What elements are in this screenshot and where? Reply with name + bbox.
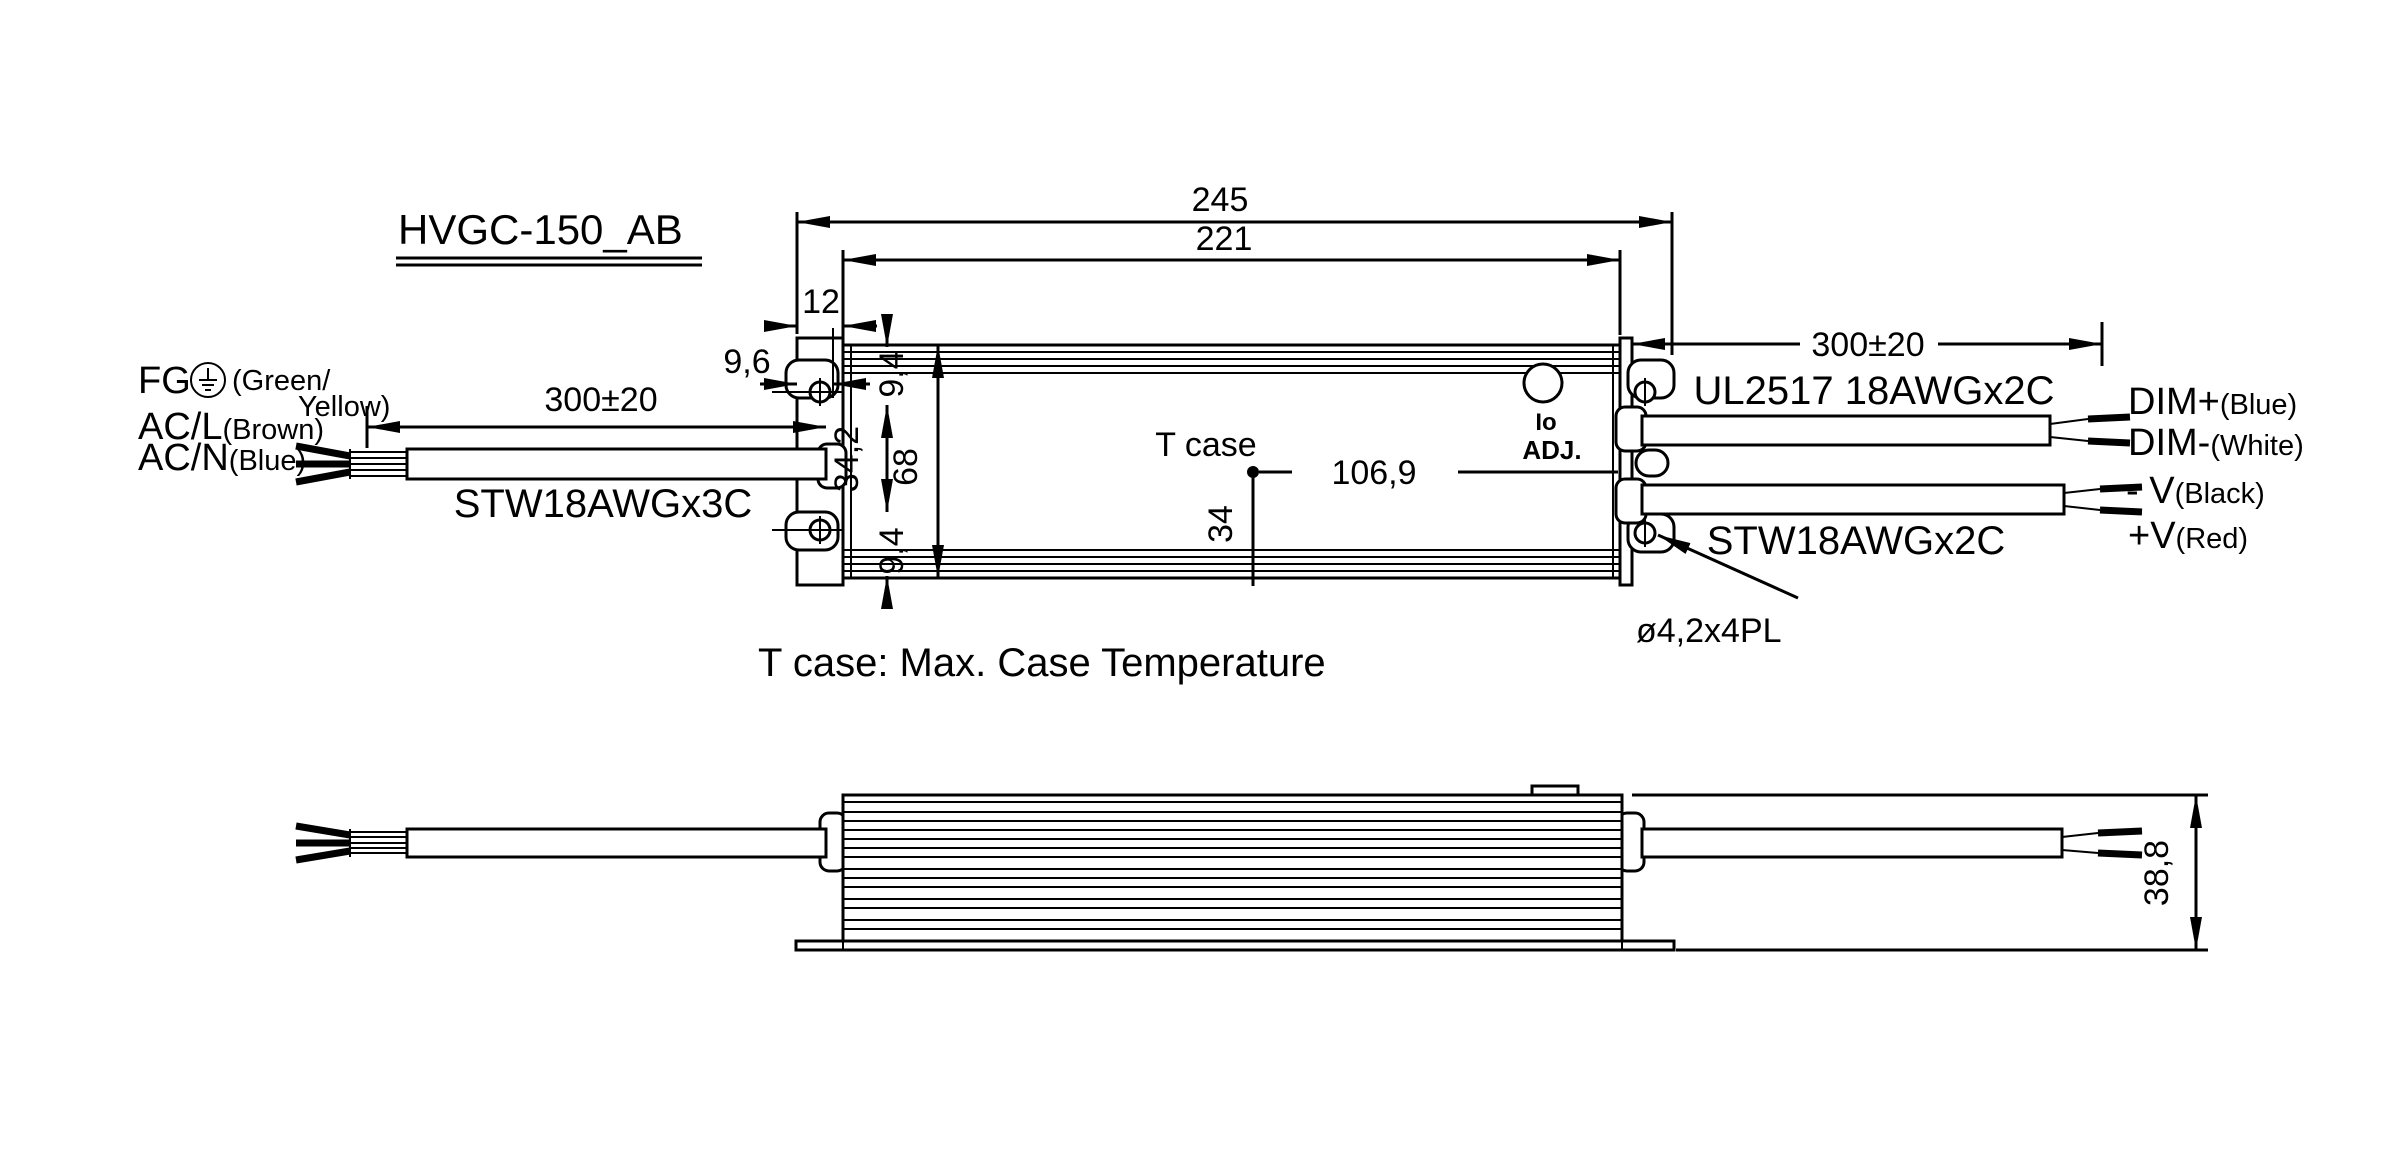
oval-mounting-hole <box>1634 448 1670 478</box>
dim-input-lead: 300±20 <box>544 381 657 419</box>
dim-245: 245 <box>1192 181 1249 219</box>
title-block: HVGC-150_AB <box>396 206 702 267</box>
fg-label: FG <box>138 360 191 402</box>
dim-12: 12 <box>802 283 840 321</box>
dim-minus-lead-tip <box>2087 437 2131 447</box>
dim-9-4-bottom-group: 9,4 <box>873 527 911 609</box>
dim-106-9: 106,9 <box>1331 454 1416 492</box>
mounting-base-plate <box>794 939 1676 952</box>
heatsink-fins <box>843 801 1622 930</box>
tcase-callout: T case 106,9 34 <box>1155 426 1618 586</box>
input-cable <box>295 442 828 486</box>
side-input-jacket <box>405 827 828 859</box>
tcase-label: T case <box>1155 426 1256 464</box>
input-cable-jacket <box>405 447 828 481</box>
dim-height-group: 38,8 <box>1632 793 2208 952</box>
dim-plus-label: DIM+(Blue) <box>2128 381 2297 423</box>
fg-color-label-1: (Green/ <box>232 365 331 397</box>
tcase-point <box>1247 466 1259 478</box>
output-cable-dim <box>1640 413 2131 447</box>
v-minus-label: - V(Black) <box>2126 470 2265 512</box>
ac-l-label: AC/L(Brown) <box>138 406 324 448</box>
input-cable-braid <box>349 449 407 479</box>
dim-9-4-top-group: 9,4 <box>873 314 911 398</box>
dim-input-lead-group: 300±20 <box>365 381 826 448</box>
io-adj-knob <box>1522 362 1564 404</box>
dim-38-8: 38,8 <box>2138 840 2176 906</box>
io-adj-label-1: Io <box>1535 409 1556 436</box>
v-plus-lead-tip <box>2099 506 2143 516</box>
dim-output-lead: 300±20 <box>1811 326 1924 364</box>
fg-color-label-2: Yellow) <box>298 391 390 423</box>
io-adj-label-2: ADJ. <box>1522 435 1581 465</box>
output-cable-bottom-label: STW18AWGx2C <box>1707 519 2006 563</box>
v-cable-jacket <box>1640 483 2066 516</box>
dim-output-lead-group: 300±20 <box>1632 322 2104 366</box>
dim-68-group: 68 <box>887 345 944 578</box>
dim-12-group: 12 <box>764 283 877 332</box>
dim-245-group: 245 <box>795 181 1674 355</box>
dim-9-4-top: 9,4 <box>873 350 911 397</box>
output-lead-labels: DIM+(Blue) DIM-(White) - V(Black) +V(Red… <box>2126 381 2304 557</box>
dim-9-4-bottom: 9,4 <box>873 527 911 574</box>
dim-34-2-group: 34,2 <box>828 405 893 512</box>
top-view: Io ADJ. T case 106,9 34 245 221 12 <box>138 181 2304 650</box>
case-edge-grooves <box>843 345 1620 578</box>
v-plus-lead <box>2063 505 2101 511</box>
hole-callout: ø4,2x4PL <box>1636 533 1799 650</box>
v-minus-lead-tip <box>2099 483 2143 493</box>
side-input-strands <box>295 822 351 864</box>
ac-n-label: AC/N(Blue) <box>138 437 306 479</box>
dim-221: 221 <box>1196 220 1253 258</box>
dim-minus-lead <box>2049 436 2089 442</box>
io-adj-control: Io ADJ. <box>1522 362 1582 465</box>
v-minus-lead <box>2063 488 2101 494</box>
screw-keyhole-right-bottom <box>1633 519 1657 547</box>
ground-icon <box>190 362 226 398</box>
dim-68: 68 <box>887 448 925 486</box>
input-lead-labels: FG (Green/ Yellow) AC/L(Brown) AC/N(Blue… <box>138 360 390 479</box>
side-input-cable <box>295 822 828 864</box>
side-view: 38,8 <box>295 784 2208 952</box>
dim-cable-jacket <box>1640 414 2052 447</box>
side-output-jacket <box>1640 827 2064 859</box>
dim-plus-lead <box>2049 418 2089 425</box>
screw-keyhole-right-top <box>1633 378 1657 406</box>
dim-34: 34 <box>1202 505 1240 543</box>
dim-34-2: 34,2 <box>828 426 866 492</box>
dim-plus-lead-tip <box>2087 413 2131 423</box>
output-cable-top-label: UL2517 18AWGx2C <box>1694 369 2055 413</box>
dim-minus-label: DIM-(White) <box>2128 422 2304 464</box>
dim-9-6: 9,6 <box>723 343 770 381</box>
tcase-note: T case: Max. Case Temperature <box>758 641 1326 685</box>
side-input-braid <box>349 829 407 857</box>
input-cable-label: STW18AWGx3C <box>454 482 753 526</box>
dim-9-6-group: 9,6 <box>723 328 870 398</box>
v-plus-label: +V(Red) <box>2128 515 2248 557</box>
hole-note: ø4,2x4PL <box>1636 612 1782 650</box>
model-name: HVGC-150_AB <box>398 206 683 253</box>
side-output-cable <box>1640 827 2143 859</box>
output-cable-v <box>1640 483 2143 516</box>
mounting-bracket-right <box>1618 336 1676 587</box>
dim-221-group: 221 <box>841 220 1622 340</box>
input-wire-strands <box>295 442 351 486</box>
